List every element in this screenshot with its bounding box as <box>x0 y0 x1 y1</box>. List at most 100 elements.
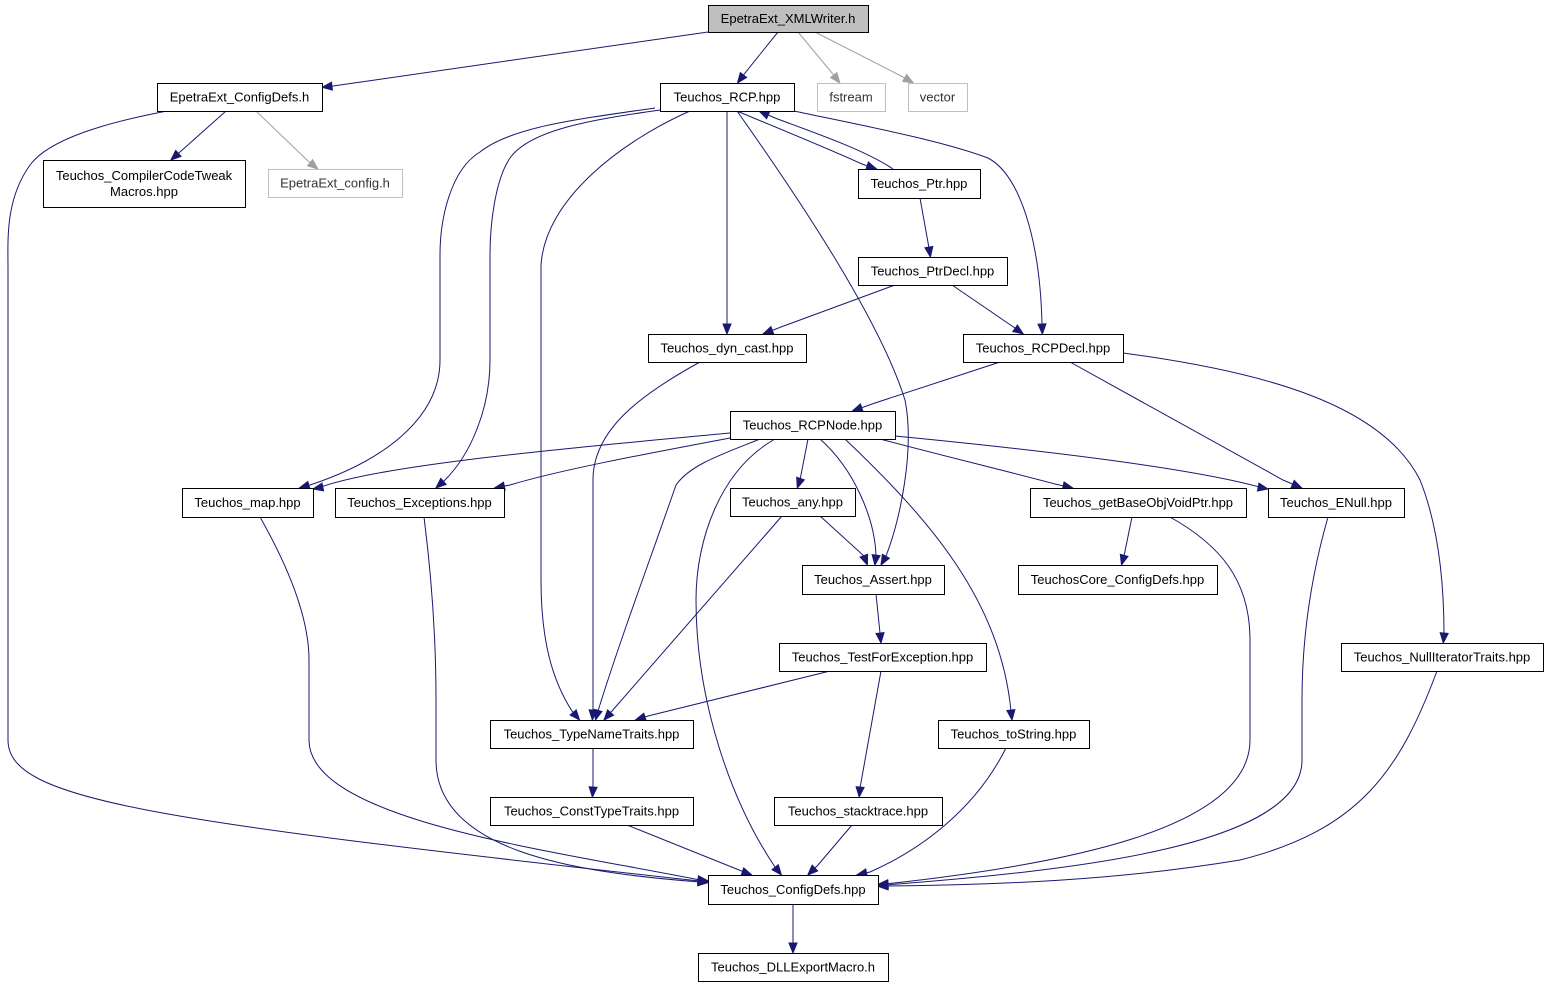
node-label: Teuchos_toString.hpp <box>951 727 1077 742</box>
node-rcpnode[interactable]: Teuchos_RCPNode.hpp <box>730 411 896 440</box>
arrowhead-icon <box>569 708 581 722</box>
node-box <box>858 257 1008 286</box>
nodes-layer: EpetraExt_XMLWriter.hEpetraExt_ConfigDef… <box>43 5 1544 982</box>
edge-line <box>259 516 709 882</box>
arrowhead-icon <box>169 149 182 161</box>
edge-line <box>856 747 1007 876</box>
arrowhead-icon <box>1290 479 1304 489</box>
node-rcpdecl[interactable]: Teuchos_RCPDecl.hpp <box>963 334 1124 363</box>
edge-rcpdecl-to-enull <box>1069 361 1304 489</box>
node-box <box>730 411 896 440</box>
node-any[interactable]: Teuchos_any.hpp <box>730 488 856 517</box>
node-label: Teuchos_RCP.hpp <box>674 90 781 105</box>
node-label: Teuchos_dyn_cast.hpp <box>661 341 794 356</box>
node-box <box>858 169 981 199</box>
edge-line <box>423 516 709 884</box>
node-ptrdecl[interactable]: Teuchos_PtrDecl.hpp <box>858 257 1008 286</box>
node-label: Teuchos_NullIteratorTraits.hpp <box>1354 650 1531 665</box>
edge-xmlwriter-to-rcp <box>736 31 779 85</box>
arrowhead-icon <box>757 110 771 120</box>
edge-line <box>695 438 782 876</box>
node-box <box>268 169 403 198</box>
node-label: Teuchos_map.hpp <box>194 495 300 510</box>
edge-typename-to-consttype <box>588 748 598 799</box>
node-box <box>157 83 323 112</box>
node-xmlwriter[interactable]: EpetraExt_XMLWriter.h <box>708 5 869 33</box>
arrowhead-icon <box>1011 324 1025 335</box>
node-enull[interactable]: Teuchos_ENull.hpp <box>1268 488 1405 518</box>
edge-line <box>312 432 731 490</box>
node-ptr[interactable]: Teuchos_Ptr.hpp <box>858 169 981 199</box>
arrowhead-icon <box>796 476 806 490</box>
edge-rcpnode-to-typename <box>593 438 761 722</box>
arrowhead-icon <box>880 553 891 567</box>
edge-rcp-to-rcpdecl <box>793 110 1047 336</box>
node-label: Macros.hpp <box>110 184 178 199</box>
edge-rcpnode-to-exceptions <box>493 437 731 491</box>
edge-configdefs_h-to-compilercode <box>169 110 227 161</box>
node-epetraext_config: EpetraExt_config.h <box>268 169 403 198</box>
edge-line <box>814 31 914 84</box>
node-label: Teuchos_CompilerCodeTweak <box>56 168 233 183</box>
node-nulliter[interactable]: Teuchos_NullIteratorTraits.hpp <box>1341 643 1544 672</box>
node-label: Teuchos_Ptr.hpp <box>871 176 968 191</box>
arrowhead-icon <box>697 877 710 887</box>
node-consttype[interactable]: Teuchos_ConstTypeTraits.hpp <box>490 797 694 826</box>
arrowhead-icon <box>851 403 864 413</box>
node-label: Teuchos_RCPDecl.hpp <box>976 341 1110 356</box>
edge-rcp-to-exceptions <box>434 109 661 489</box>
edge-rcpdecl-to-nulliter <box>1122 352 1449 645</box>
node-getbase[interactable]: Teuchos_getBaseObjVoidPtr.hpp <box>1030 488 1247 518</box>
node-dyncast[interactable]: Teuchos_dyn_cast.hpp <box>648 334 807 363</box>
edge-line <box>321 31 709 88</box>
node-dllexport[interactable]: Teuchos_DLLExportMacro.h <box>698 953 889 982</box>
node-box <box>43 160 246 208</box>
edge-dyncast-to-typename <box>588 361 701 722</box>
node-testforexc[interactable]: Teuchos_TestForException.hpp <box>779 643 987 672</box>
node-label: TeuchosCore_ConfigDefs.hpp <box>1031 572 1204 587</box>
node-assert[interactable]: Teuchos_Assert.hpp <box>802 565 945 595</box>
edge-rcp-to-dyncast <box>722 111 732 336</box>
node-box <box>802 565 945 595</box>
node-label: Teuchos_Assert.hpp <box>814 572 932 587</box>
node-tostring[interactable]: Teuchos_toString.hpp <box>938 720 1090 749</box>
node-label: Teuchos_DLLExportMacro.h <box>711 960 875 975</box>
edge-rcp-to-typename <box>540 110 691 722</box>
node-label: Teuchos_Exceptions.hpp <box>347 495 492 510</box>
edge-line <box>435 109 661 489</box>
arrowhead-icon <box>320 81 333 91</box>
node-exceptions[interactable]: Teuchos_Exceptions.hpp <box>335 488 505 518</box>
node-configdefs_h[interactable]: EpetraExt_ConfigDefs.h <box>157 83 323 112</box>
edge-line <box>877 670 1438 887</box>
node-box <box>708 875 879 905</box>
edge-line <box>852 361 1001 412</box>
node-typename[interactable]: Teuchos_TypeNameTraits.hpp <box>490 720 694 749</box>
arrowhead-icon <box>876 881 889 891</box>
node-teuchoscore[interactable]: TeuchosCore_ConfigDefs.hpp <box>1018 565 1218 595</box>
node-stacktrace[interactable]: Teuchos_stacktrace.hpp <box>774 797 943 826</box>
node-label: Teuchos_TypeNameTraits.hpp <box>504 727 680 742</box>
node-label: Teuchos_RCPNode.hpp <box>743 418 882 433</box>
node-box <box>774 797 943 826</box>
node-label: fstream <box>829 90 872 105</box>
edge-ptr-to-rcp <box>757 110 894 170</box>
edge-line <box>758 110 894 170</box>
node-configdefs_hpp[interactable]: Teuchos_ConfigDefs.hpp <box>708 875 879 905</box>
edge-line <box>635 670 831 721</box>
edge-ptrdecl-to-dyncast <box>761 284 896 335</box>
node-box <box>730 488 856 517</box>
edge-map-to-configdefs_hpp <box>259 516 710 885</box>
edge-line <box>1122 352 1445 644</box>
node-rcp[interactable]: Teuchos_RCP.hpp <box>660 83 795 112</box>
node-box <box>698 953 889 982</box>
edge-rcpnode-to-map <box>311 432 731 492</box>
edge-line <box>793 110 1043 335</box>
arrowhead-icon <box>593 708 603 722</box>
arrowhead-icon <box>924 245 934 259</box>
arrowhead-icon <box>871 554 881 567</box>
edge-rcpnode-to-configdefs_hpp <box>695 438 783 877</box>
node-map[interactable]: Teuchos_map.hpp <box>182 488 314 518</box>
edges-layer <box>7 31 1449 955</box>
edge-xmlwriter-to-configdefs_h <box>320 31 709 91</box>
